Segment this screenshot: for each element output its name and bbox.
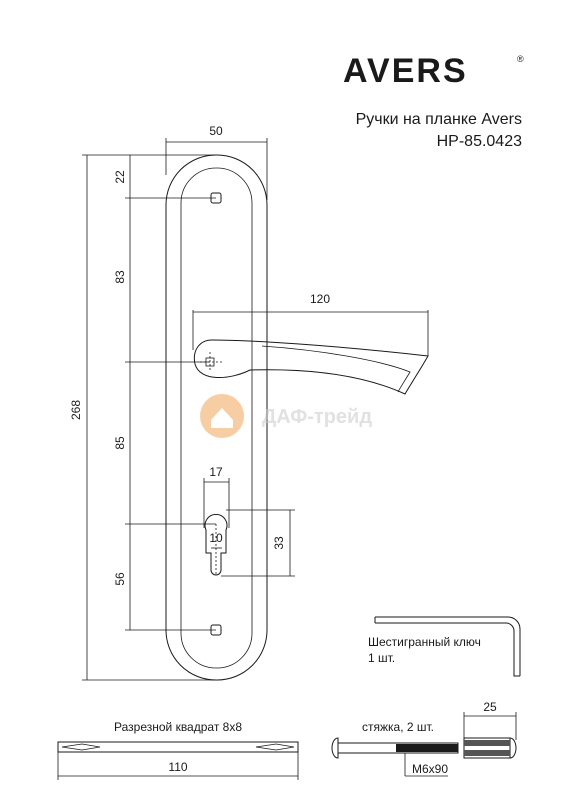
dim-screw-length: 25 [483, 700, 497, 714]
cylinder-hole [204, 513, 228, 576]
avers-logo: AVERS ® [343, 52, 524, 90]
spindle-bar [57, 741, 299, 753]
bolt-head [331, 737, 339, 759]
dim-handle-length: 120 [310, 292, 330, 306]
registered-mark: ® [517, 54, 524, 64]
dim-top-offset: 22 [113, 170, 127, 184]
plate-outline [165, 154, 268, 681]
dim-spindle-length: 110 [168, 760, 187, 774]
spindle-label: Разрезной квадрат 8х8 [114, 720, 242, 734]
dim-cylinder-neck: 10 [209, 531, 223, 545]
hex-key: Шестигранный ключ 1 шт. [368, 616, 521, 677]
backplate [165, 154, 268, 681]
cylinder-cutout [204, 513, 228, 576]
handle-outline [193, 339, 429, 395]
tie-bolt: стяжка, 2 шт. M6x90 25 [331, 700, 517, 777]
hex-key-shape [375, 616, 521, 676]
watermark: ДАФ-трейд [200, 394, 372, 438]
split-spindle: Разрезной квадрат 8х8 110 [57, 720, 299, 780]
dim-middle-span: 85 [113, 436, 127, 450]
screw-label: стяжка, 2 шт. [362, 720, 434, 734]
product-code: HP-85.0423 [437, 133, 522, 150]
dim-plate-width: 50 [209, 124, 223, 138]
sleeve-nut [463, 737, 511, 759]
dim-total-height: 268 [69, 400, 83, 420]
dim-cylinder-height: 33 [272, 536, 286, 550]
product-title: Ручки на планке Avers [356, 111, 522, 128]
dimension-lines: 50 268 22 83 85 56 120 17 10 33 [69, 124, 429, 681]
dim-cylinder-width: 17 [209, 465, 223, 479]
lever-handle [193, 339, 429, 395]
hex-key-label: Шестигранный ключ [368, 635, 481, 649]
dim-lower-span: 56 [113, 572, 127, 586]
dim-upper-span: 83 [113, 270, 127, 284]
watermark-text: ДАФ-трейд [262, 406, 372, 428]
hex-key-qty: 1 шт. [368, 651, 395, 665]
plate-inner-outline [180, 167, 253, 669]
logo-text: AVERS [343, 52, 468, 90]
screw-thread: M6x90 [412, 762, 448, 776]
handle-ridge [261, 345, 411, 393]
